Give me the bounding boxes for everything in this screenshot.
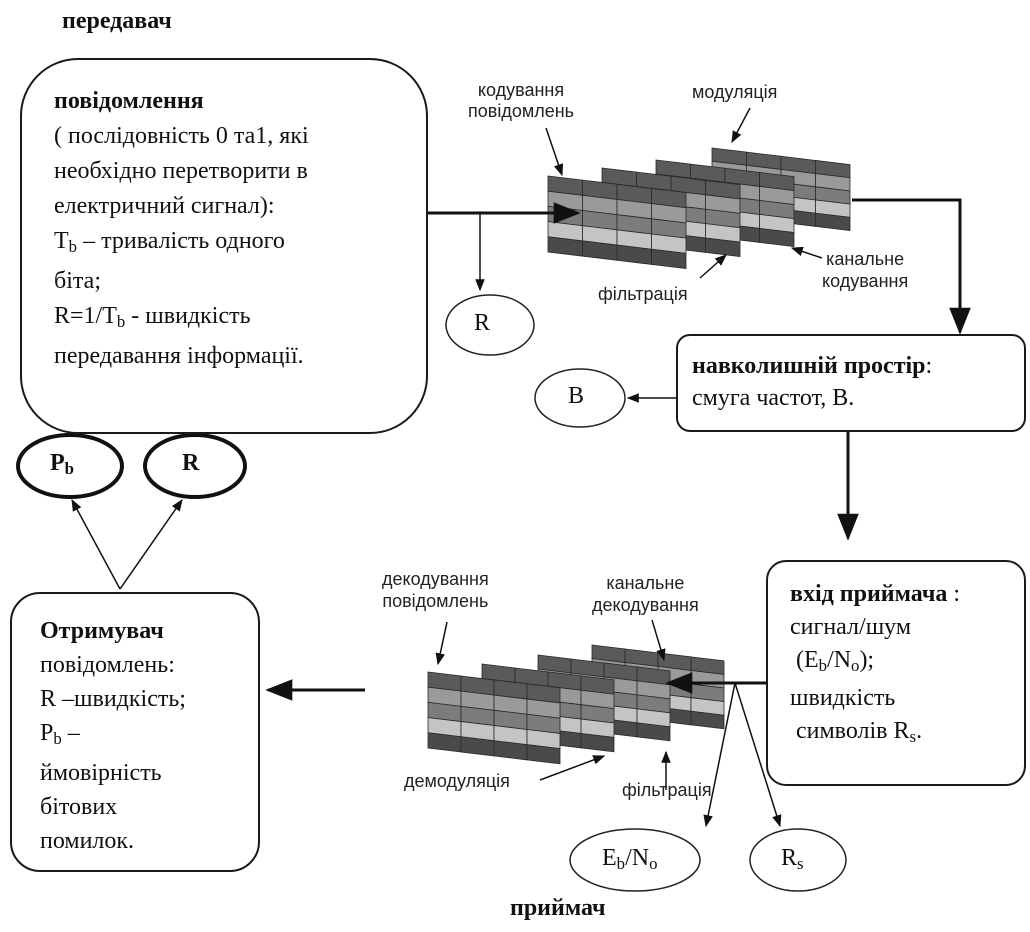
- receiver-heading: Отримувач: [40, 618, 164, 644]
- message-line-tb: Tb – тривалість одного: [54, 228, 285, 257]
- input-line-snr: (Eb/No);: [796, 647, 875, 676]
- input-line-3: швидкість: [790, 685, 896, 712]
- ellipse-pb: [16, 433, 124, 499]
- message-line-r: R=1/Tb - швидкість: [54, 303, 251, 332]
- ellipse-rs: [749, 828, 847, 892]
- arrow-to-pb: [71, 498, 121, 590]
- transmitter-processing-stack: [547, 147, 851, 270]
- pointer-demodulation: [539, 755, 606, 781]
- space-box: [676, 334, 1026, 432]
- message-box: [20, 58, 428, 434]
- r-receiver-label: R: [182, 450, 200, 476]
- input-line-rs: символів Rs.: [796, 718, 923, 747]
- label-message-decoding: декодування повідомлень: [382, 569, 489, 611]
- b-label: B: [568, 383, 585, 409]
- receiver-line-2: R –швидкість;: [40, 686, 186, 712]
- message-receiver-box: [10, 592, 260, 872]
- receiver-input-box: [766, 560, 1026, 786]
- message-line-3: електричний сигнал):: [54, 193, 275, 219]
- label-channel-coding: канальне кодування: [822, 249, 909, 291]
- space-box-text: навколишній простір: смуга частот, B.: [692, 350, 932, 414]
- transmitter-title: передавач: [62, 8, 172, 34]
- receiver-line-1: повідомлень:: [40, 652, 175, 678]
- receiver-line-pb: Pb –: [40, 720, 80, 749]
- ellipse-r-transmitter: [445, 294, 535, 356]
- pointer-channel-coding: [790, 246, 823, 259]
- space-line-1: смуга частот, B.: [692, 385, 855, 411]
- arrow-to-r-rx: [119, 499, 183, 590]
- tx-panel-1: [547, 175, 687, 270]
- ebno-label: Eb/No: [602, 845, 658, 874]
- label-filtering-tx: фільтрація: [598, 284, 688, 304]
- pointer-coding: [545, 127, 564, 177]
- message-heading: повідомлення: [54, 88, 204, 114]
- pointer-decoding: [435, 621, 448, 666]
- label-filtering-rx: фільтрація: [622, 780, 712, 800]
- rx-panel-1: [427, 671, 561, 765]
- pb-label: Pb: [50, 450, 75, 479]
- message-box-text: повідомлення ( послідовність 0 та1, які …: [54, 84, 309, 374]
- pointer-channel-decoding: [651, 619, 666, 662]
- message-line-1: ( послідовність 0 та1, які: [54, 123, 309, 149]
- label-demodulation: демодуляція: [404, 771, 510, 791]
- arrow-to-ebno: [703, 682, 736, 828]
- arrow-to-rs: [734, 682, 782, 828]
- label-message-coding: кодування повідомлень: [468, 80, 575, 121]
- receiver-title: приймач: [510, 895, 606, 921]
- input-heading: вхід приймача: [790, 581, 948, 607]
- connector-arrows: [71, 107, 971, 828]
- ellipse-ebno: [569, 828, 701, 892]
- receiver-box-text: Отримувач повідомлень: R –швидкість; Pb …: [40, 614, 186, 858]
- receiver-processing-stack: [427, 644, 725, 765]
- ellipse-r-receiver: [143, 433, 247, 499]
- arrow-tx-to-space: [852, 198, 971, 335]
- receiver-line-5: бітових: [40, 794, 118, 821]
- rs-label: Rs: [781, 845, 804, 874]
- pointer-modulation: [731, 107, 751, 144]
- pointer-filtering-tx: [699, 254, 727, 279]
- message-line-2: необхідно перетворити в: [54, 158, 308, 184]
- ellipse-bandwidth: [534, 368, 626, 428]
- label-modulation: модуляція: [692, 82, 778, 102]
- message-line-5: біта;: [54, 268, 101, 295]
- input-box-text: вхід приймача : сигнал/шум (Eb/No); швид…: [790, 578, 960, 753]
- label-channel-decoding: канальне декодування: [592, 573, 699, 615]
- receiver-line-6: помилок.: [40, 828, 135, 855]
- space-heading: навколишній простір: [692, 353, 926, 379]
- input-line-1: сигнал/шум: [790, 614, 912, 640]
- r-transmitter-label: R: [474, 310, 491, 336]
- receiver-line-4: ймовірність: [40, 760, 162, 787]
- message-line-7: передавання інформації.: [54, 343, 304, 370]
